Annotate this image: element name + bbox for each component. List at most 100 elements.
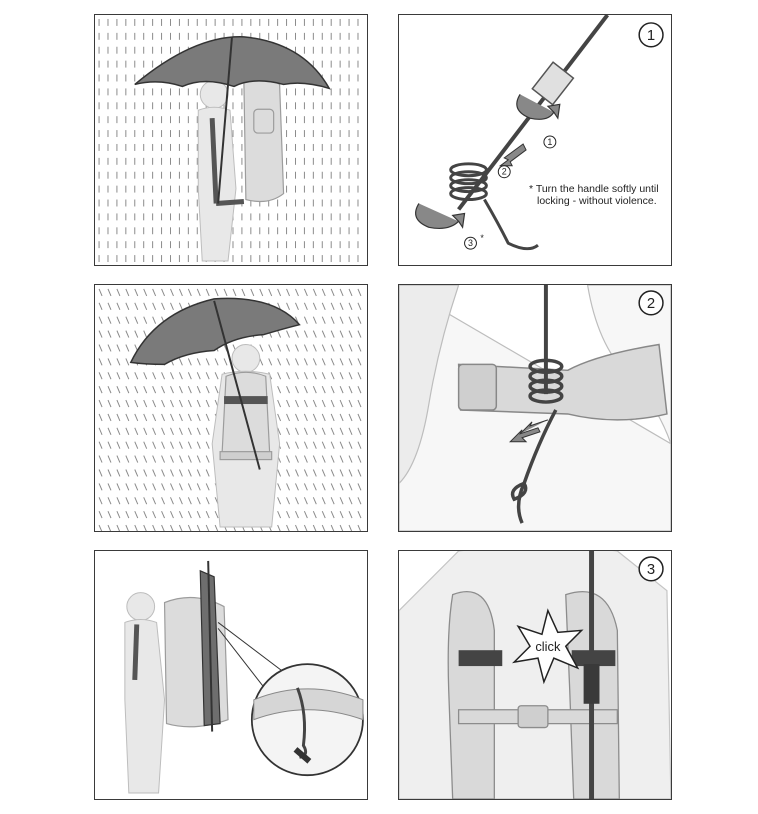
- rain-drop: [330, 330, 335, 338]
- rain-drop: [134, 510, 139, 519]
- rain-drop: [98, 483, 103, 491]
- body-outline: [399, 551, 671, 799]
- rain-drop: [295, 469, 299, 477]
- rain-drop: [330, 385, 335, 394]
- rain-drop: [295, 497, 299, 505]
- rain-drop: [134, 316, 139, 324]
- instruction-note: * Turn the handle softly until locking -…: [529, 183, 669, 207]
- rain-drop: [339, 413, 344, 422]
- rain-drop: [205, 497, 210, 505]
- rain-drop: [330, 441, 335, 449]
- rain-drop: [107, 316, 112, 324]
- rain-drop: [152, 427, 157, 435]
- rain-drop: [196, 358, 201, 366]
- rain-drop: [357, 372, 362, 380]
- rain-drop: [134, 524, 138, 531]
- rain-drop: [205, 510, 210, 519]
- rain-drop: [125, 413, 130, 422]
- rain-drop: [205, 399, 210, 408]
- rain-drop: [161, 399, 165, 408]
- rain-drop: [98, 441, 103, 449]
- rain-drop: [321, 413, 326, 422]
- panel-step-2-detail: 2: [398, 284, 672, 532]
- step-number-3: 3: [647, 562, 655, 578]
- rain-drop: [295, 413, 299, 422]
- rain-drop: [178, 288, 183, 297]
- rain-drop: [330, 483, 335, 491]
- rain-drop: [277, 358, 282, 366]
- rain-drop: [303, 455, 308, 463]
- rain-drop: [196, 497, 201, 505]
- rain-drop: [205, 413, 210, 422]
- rain-drop: [143, 510, 148, 519]
- rain-drop: [330, 344, 335, 352]
- rain-drop: [161, 288, 165, 297]
- arrow-label-1: 1: [547, 137, 552, 147]
- rain-drop: [107, 427, 112, 435]
- rain-drop: [178, 427, 183, 435]
- arrow-label-asterisk: *: [480, 233, 484, 243]
- rain-drop: [321, 497, 326, 505]
- rain-drop: [143, 372, 148, 380]
- rain-drop: [357, 399, 362, 408]
- rain-drop: [196, 524, 201, 531]
- rain-drop: [107, 385, 112, 394]
- rain-drop: [286, 427, 290, 435]
- rain-drop: [295, 302, 299, 310]
- rain-drop: [98, 455, 103, 463]
- rain-drop: [330, 413, 335, 422]
- rain-drop: [250, 288, 255, 297]
- rain-drop: [170, 524, 174, 531]
- rain-drop: [125, 510, 130, 519]
- rain-drop: [170, 288, 174, 297]
- rain-drop: [161, 524, 165, 531]
- rain-drop: [348, 358, 353, 366]
- rain-drop: [125, 483, 130, 491]
- rain-drop: [196, 469, 201, 477]
- rain-drop: [170, 399, 174, 408]
- step-number-1: 1: [647, 28, 655, 44]
- rain-drop: [339, 510, 344, 519]
- rain-drop: [187, 288, 192, 297]
- rain-drop: [178, 497, 183, 505]
- rain-drop: [303, 330, 308, 338]
- rain-drop: [134, 288, 139, 297]
- rain-drop: [143, 288, 148, 297]
- rain-drop: [134, 455, 139, 463]
- rain-drop: [357, 316, 362, 324]
- rain-drop: [286, 302, 290, 310]
- rain-drop: [187, 385, 192, 394]
- umbrella: [129, 297, 301, 470]
- rain-drop: [330, 399, 335, 408]
- rain-drop: [348, 288, 353, 297]
- illustration-step-3: click 3: [399, 551, 671, 799]
- rain-drop: [295, 524, 299, 531]
- rain-drop: [357, 358, 362, 366]
- rain-drop: [312, 441, 317, 449]
- rain-drop: [205, 358, 210, 366]
- rain-drop: [143, 497, 148, 505]
- umbrella-shaft: [583, 551, 600, 799]
- rain-drop: [134, 441, 139, 449]
- rain-drop: [125, 302, 130, 310]
- rain-drop: [107, 497, 112, 505]
- rain-drop: [116, 358, 121, 366]
- rain-drop: [116, 344, 121, 352]
- magnifier-callout: [217, 622, 364, 777]
- rain-drop: [277, 288, 282, 297]
- rain-drop: [232, 288, 237, 297]
- rain-drop: [312, 455, 317, 463]
- rain-drop: [286, 413, 290, 422]
- rain-drop: [116, 399, 121, 408]
- rain-drop: [339, 372, 344, 380]
- rain-drop: [152, 385, 157, 394]
- rain-drop: [107, 441, 112, 449]
- rain-drop: [321, 455, 326, 463]
- rain-drop: [170, 413, 174, 422]
- rain-drop: [170, 497, 174, 505]
- rain-drop: [303, 427, 308, 435]
- strap: [132, 624, 140, 681]
- rain-drop: [187, 427, 192, 435]
- rain-drop: [357, 441, 362, 449]
- rain-drop: [125, 372, 130, 380]
